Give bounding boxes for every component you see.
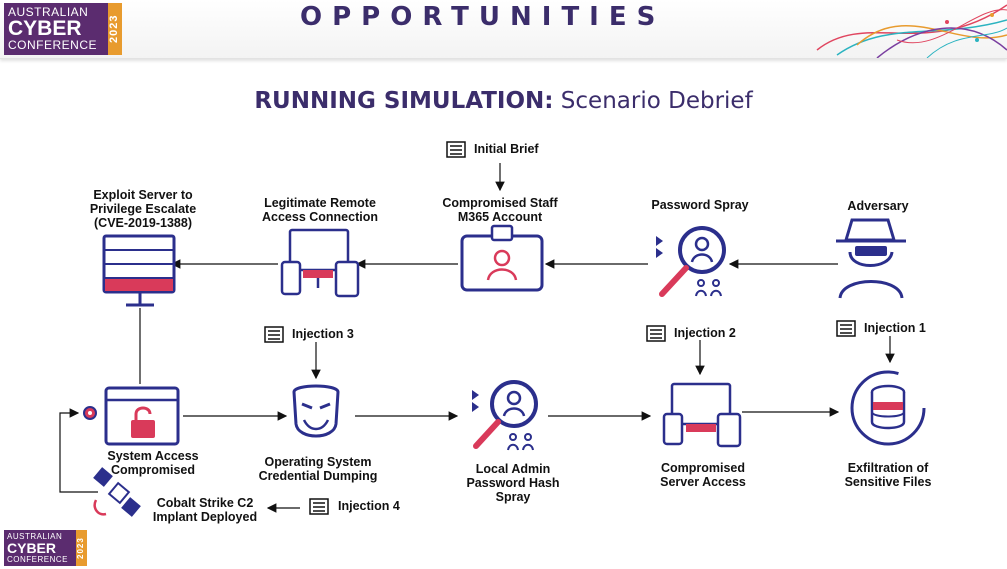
document-icon bbox=[309, 498, 329, 515]
label-exploit-server: Exploit Server to Privilege Escalate (CV… bbox=[89, 188, 197, 230]
label-injection-4: Injection 4 bbox=[338, 499, 400, 513]
conference-logo-footer: AUSTRALIAN CYBER CONFERENCE 2023 bbox=[4, 530, 87, 566]
logo-line-1: AUSTRALIAN bbox=[8, 5, 89, 19]
footer-logo-line-1: AUSTRALIAN bbox=[7, 532, 63, 541]
label-password-spray: Password Spray bbox=[651, 198, 749, 212]
label-local-admin-spray: Local Admin Password Hash Spray bbox=[466, 462, 560, 504]
satellite-icon bbox=[93, 467, 141, 517]
label-cobalt-strike: Cobalt Strike C2 Implant Deployed bbox=[152, 496, 258, 524]
document-icon bbox=[446, 141, 466, 158]
magnifier-users-icon bbox=[656, 226, 726, 297]
label-server-access: Compromised Server Access bbox=[660, 461, 746, 489]
magnifier-users-icon bbox=[472, 380, 538, 451]
arrow-cobalt-system bbox=[59, 408, 98, 493]
footer-logo-line-3: CONFERENCE bbox=[7, 555, 69, 564]
banner-title: OPPORTUNITIES bbox=[300, 2, 666, 32]
label-adversary: Adversary bbox=[847, 199, 909, 213]
logo-line-3: CONFERENCE bbox=[8, 38, 98, 52]
document-icon bbox=[646, 325, 666, 342]
database-icon bbox=[850, 370, 926, 446]
devices-icon bbox=[662, 382, 742, 448]
label-initial-brief: Initial Brief bbox=[474, 142, 539, 156]
network-lines-decoration bbox=[816, 4, 1007, 58]
server-rack-icon bbox=[102, 234, 176, 307]
label-credential-dumping: Operating System Credential Dumping bbox=[258, 455, 378, 483]
title-bold: RUNNING SIMULATION: bbox=[254, 88, 554, 114]
gear-icon bbox=[83, 406, 97, 420]
label-staff-account: Compromised Staff M365 Account bbox=[442, 196, 558, 224]
header-banner: AUSTRALIAN CYBER CONFERENCE 2023 OPPORTU… bbox=[0, 0, 1007, 59]
id-badge-icon bbox=[460, 224, 544, 292]
browser-lock-icon bbox=[104, 386, 180, 446]
footer-logo-year: 2023 bbox=[76, 530, 87, 566]
hacker-icon bbox=[836, 218, 906, 299]
footer-logo-line-2: CYBER bbox=[7, 540, 57, 556]
conference-logo: AUSTRALIAN CYBER CONFERENCE 2023 bbox=[4, 3, 122, 55]
label-remote-access: Legitimate Remote Access Connection bbox=[261, 196, 378, 224]
document-icon bbox=[836, 320, 856, 337]
label-injection-1: Injection 1 bbox=[864, 321, 926, 335]
title-rest: Scenario Debrief bbox=[553, 88, 753, 114]
label-exfiltration: Exfiltration of Sensitive Files bbox=[844, 461, 932, 489]
page-title: RUNNING SIMULATION: Scenario Debrief bbox=[0, 88, 1007, 114]
label-system-access: System Access Compromised bbox=[107, 449, 199, 477]
document-icon bbox=[264, 326, 284, 343]
logo-line-2: CYBER bbox=[8, 17, 82, 40]
mask-icon bbox=[292, 384, 340, 438]
label-injection-2: Injection 2 bbox=[674, 326, 736, 340]
label-injection-3: Injection 3 bbox=[292, 327, 354, 341]
devices-icon bbox=[280, 228, 360, 298]
